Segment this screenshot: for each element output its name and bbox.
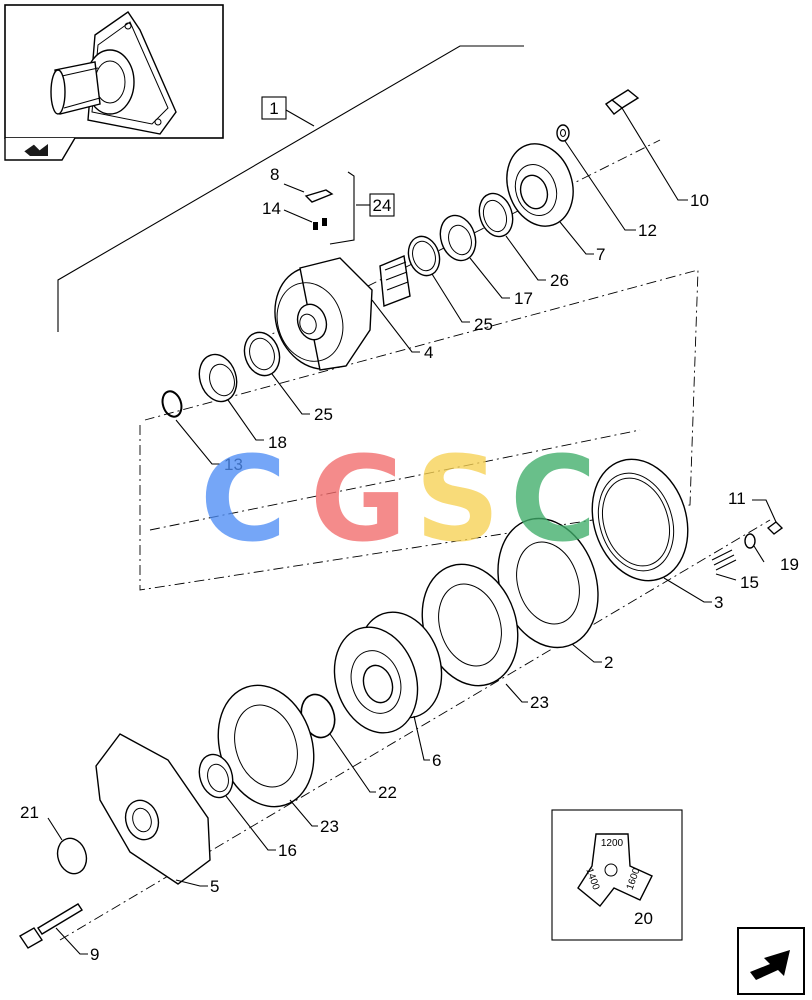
indicator-plate bbox=[577, 833, 653, 907]
callout-16: 16 bbox=[278, 841, 297, 860]
callout-box-1: 1 bbox=[261, 96, 315, 127]
part-14-pins bbox=[313, 218, 327, 230]
callout-14: 14 bbox=[262, 199, 281, 218]
next-page-icon[interactable] bbox=[737, 927, 805, 995]
callout-7: 7 bbox=[596, 245, 605, 264]
assembly-thumbnail bbox=[4, 4, 224, 161]
part-25-shim-upper bbox=[407, 235, 441, 277]
callout-13: 13 bbox=[224, 455, 243, 474]
callout-2: 2 bbox=[604, 653, 613, 672]
callout-5: 5 bbox=[210, 877, 219, 896]
part-3-flange bbox=[591, 458, 689, 582]
part-10-bolt bbox=[604, 89, 640, 115]
part-20-inset: 1200 1400 1600 20 bbox=[551, 809, 683, 941]
part-26-ring bbox=[478, 192, 514, 238]
callout-labels: 10 12 7 26 17 25 4 25 18 13 8 14 24 11 1… bbox=[20, 165, 799, 964]
watermark-letter-3: S bbox=[415, 430, 500, 568]
part-9-bolt bbox=[19, 903, 83, 949]
callout-11: 11 bbox=[728, 489, 746, 508]
watermark-letter-4: C bbox=[510, 430, 597, 568]
indicator-value-1: 1200 bbox=[601, 838, 624, 849]
watermark-letter-1: C bbox=[200, 430, 287, 568]
part-12-washer bbox=[556, 124, 570, 142]
part-19-washer bbox=[744, 533, 756, 549]
callout-6: 6 bbox=[432, 751, 441, 770]
part-7-cover bbox=[506, 143, 574, 227]
view-selector-icon[interactable] bbox=[23, 143, 48, 156]
part-11-nut bbox=[766, 521, 784, 535]
part-6-hub bbox=[333, 611, 443, 734]
callout-21: 21 bbox=[20, 803, 39, 822]
callout-9: 9 bbox=[90, 945, 99, 964]
bracket-24 bbox=[329, 171, 355, 245]
callout-19: 19 bbox=[780, 555, 799, 574]
part-5-cover bbox=[95, 733, 211, 885]
callout-10: 10 bbox=[690, 191, 709, 210]
callout-23-upper: 23 bbox=[530, 693, 549, 712]
callout-box-24: 24 bbox=[356, 193, 395, 217]
callout-26: 26 bbox=[550, 271, 569, 290]
callout-20: 20 bbox=[634, 909, 653, 928]
callout-25-upper: 25 bbox=[474, 315, 493, 334]
assembly-bracket bbox=[57, 45, 524, 332]
callout-4: 4 bbox=[424, 343, 433, 362]
callout-25-lower: 25 bbox=[314, 405, 333, 424]
part-18-bearing bbox=[198, 353, 238, 403]
callout-8: 8 bbox=[270, 165, 279, 184]
watermark: C G S C bbox=[200, 430, 597, 568]
part-21-plug bbox=[56, 837, 88, 875]
part-25-shim-lower bbox=[243, 331, 281, 377]
part-13-snap-ring bbox=[161, 390, 183, 418]
part-15-spring bbox=[711, 549, 737, 571]
callout-24: 24 bbox=[373, 196, 392, 215]
callout-22: 22 bbox=[378, 783, 397, 802]
callout-12: 12 bbox=[638, 221, 657, 240]
callout-1: 1 bbox=[269, 99, 278, 118]
watermark-letter-2: G bbox=[310, 430, 407, 568]
callout-3: 3 bbox=[714, 593, 723, 612]
part-16-seal bbox=[198, 753, 234, 799]
callout-23-lower: 23 bbox=[320, 817, 339, 836]
part-17-bearing bbox=[439, 214, 477, 262]
indicator-hole bbox=[604, 863, 618, 877]
part-8-key bbox=[304, 189, 334, 203]
callout-15: 15 bbox=[740, 573, 759, 592]
leader-lines bbox=[47, 107, 777, 955]
callout-18: 18 bbox=[268, 433, 287, 452]
callout-17: 17 bbox=[514, 289, 533, 308]
part-4-carrier bbox=[274, 255, 411, 371]
